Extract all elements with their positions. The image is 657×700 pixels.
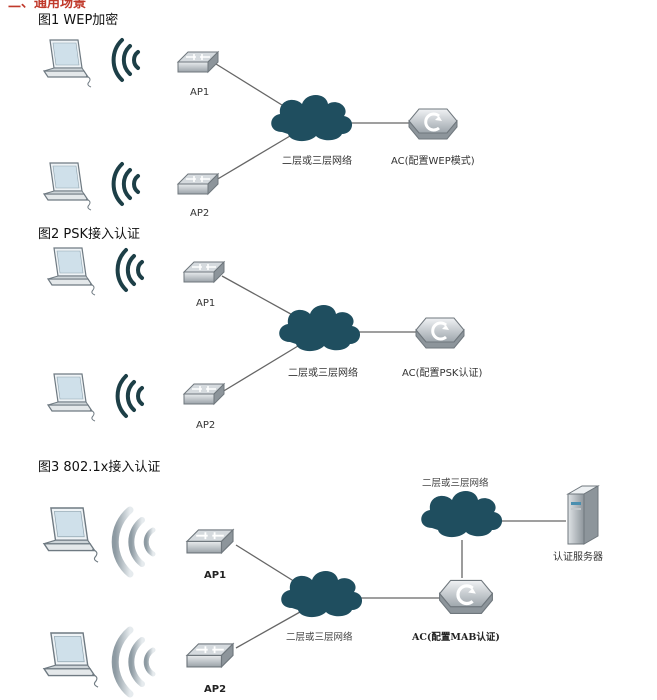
fig3-ac-label: AC(配置MAB认证) bbox=[411, 631, 500, 643]
fig1-network-label: 二层或三层网络 bbox=[282, 154, 352, 167]
fig3-ac-icon bbox=[437, 578, 495, 616]
fig2-link-ap1-network bbox=[221, 275, 299, 319]
fig2-laptop-1-icon bbox=[47, 247, 96, 296]
fig1-laptop-1-icon bbox=[43, 39, 92, 88]
fig1-wifi-signal-2-icon bbox=[111, 162, 140, 206]
fig3-ap2-label: AP2 bbox=[204, 684, 226, 695]
fig1-ap2-label: AP2 bbox=[190, 208, 209, 219]
section-header-fragment: 二、通用场景 bbox=[8, 0, 87, 11]
fig1-ap2-icon bbox=[177, 173, 219, 195]
fig3-upper-network-label: 二层或三层网络 bbox=[422, 477, 489, 489]
fig3-wifi-signal-2-icon bbox=[115, 630, 153, 694]
fig1-network-cloud-icon bbox=[271, 95, 353, 142]
fig1-link-ap1-network bbox=[215, 63, 291, 111]
fig3-ap2-icon bbox=[186, 642, 234, 668]
fig2-network-label: 二层或三层网络 bbox=[288, 366, 358, 379]
fig2-ap1-label: AP1 bbox=[196, 298, 215, 309]
fig3-link-ap1-network bbox=[235, 544, 301, 586]
fig1-ap1-icon bbox=[177, 51, 219, 73]
fig2-ap2-label: AP2 bbox=[196, 420, 215, 431]
fig3-ap1-icon bbox=[186, 528, 234, 554]
fig2-laptop-2-icon bbox=[47, 373, 96, 422]
fig3-ap1-label: AP1 bbox=[204, 570, 226, 581]
figure-2-title: 图2 PSK接入认证 bbox=[38, 227, 141, 242]
fig3-auth-server-label: 认证服务器 bbox=[553, 550, 603, 563]
fig2-ap1-icon bbox=[183, 261, 225, 283]
fig2-ap2-icon bbox=[183, 383, 225, 405]
figure-3-title: 图3 802.1x接入认证 bbox=[38, 460, 161, 475]
fig2-ac-label: AC(配置PSK认证) bbox=[402, 366, 482, 379]
fig1-laptop-2-icon bbox=[43, 162, 92, 211]
fig1-link-ap2-network bbox=[215, 135, 291, 181]
fig1-wifi-signal-1-icon bbox=[111, 38, 140, 82]
fig3-lower-network-label: 二层或三层网络 bbox=[286, 631, 353, 643]
fig3-link-ap2-network bbox=[235, 611, 301, 649]
fig3-wifi-signal-1-icon bbox=[115, 510, 153, 574]
fig3-laptop-2-icon bbox=[43, 632, 99, 688]
fig3-upper-network-cloud-icon bbox=[421, 491, 503, 538]
fig2-link-ap2-network bbox=[221, 345, 299, 393]
figure-1-title: 图1 WEP加密 bbox=[38, 13, 119, 28]
fig3-lower-network-cloud-icon bbox=[281, 571, 363, 618]
fig2-wifi-signal-2-icon bbox=[115, 374, 144, 418]
fig3-auth-server-icon bbox=[567, 485, 599, 545]
fig1-ac-icon bbox=[407, 107, 459, 141]
fig2-wifi-signal-1-icon bbox=[115, 248, 144, 292]
fig2-ac-icon bbox=[414, 316, 466, 350]
fig1-ac-label: AC(配置WEP模式) bbox=[391, 154, 475, 167]
fig2-network-cloud-icon bbox=[279, 305, 361, 352]
fig1-ap1-label: AP1 bbox=[190, 87, 209, 98]
fig3-laptop-1-icon bbox=[43, 507, 99, 563]
